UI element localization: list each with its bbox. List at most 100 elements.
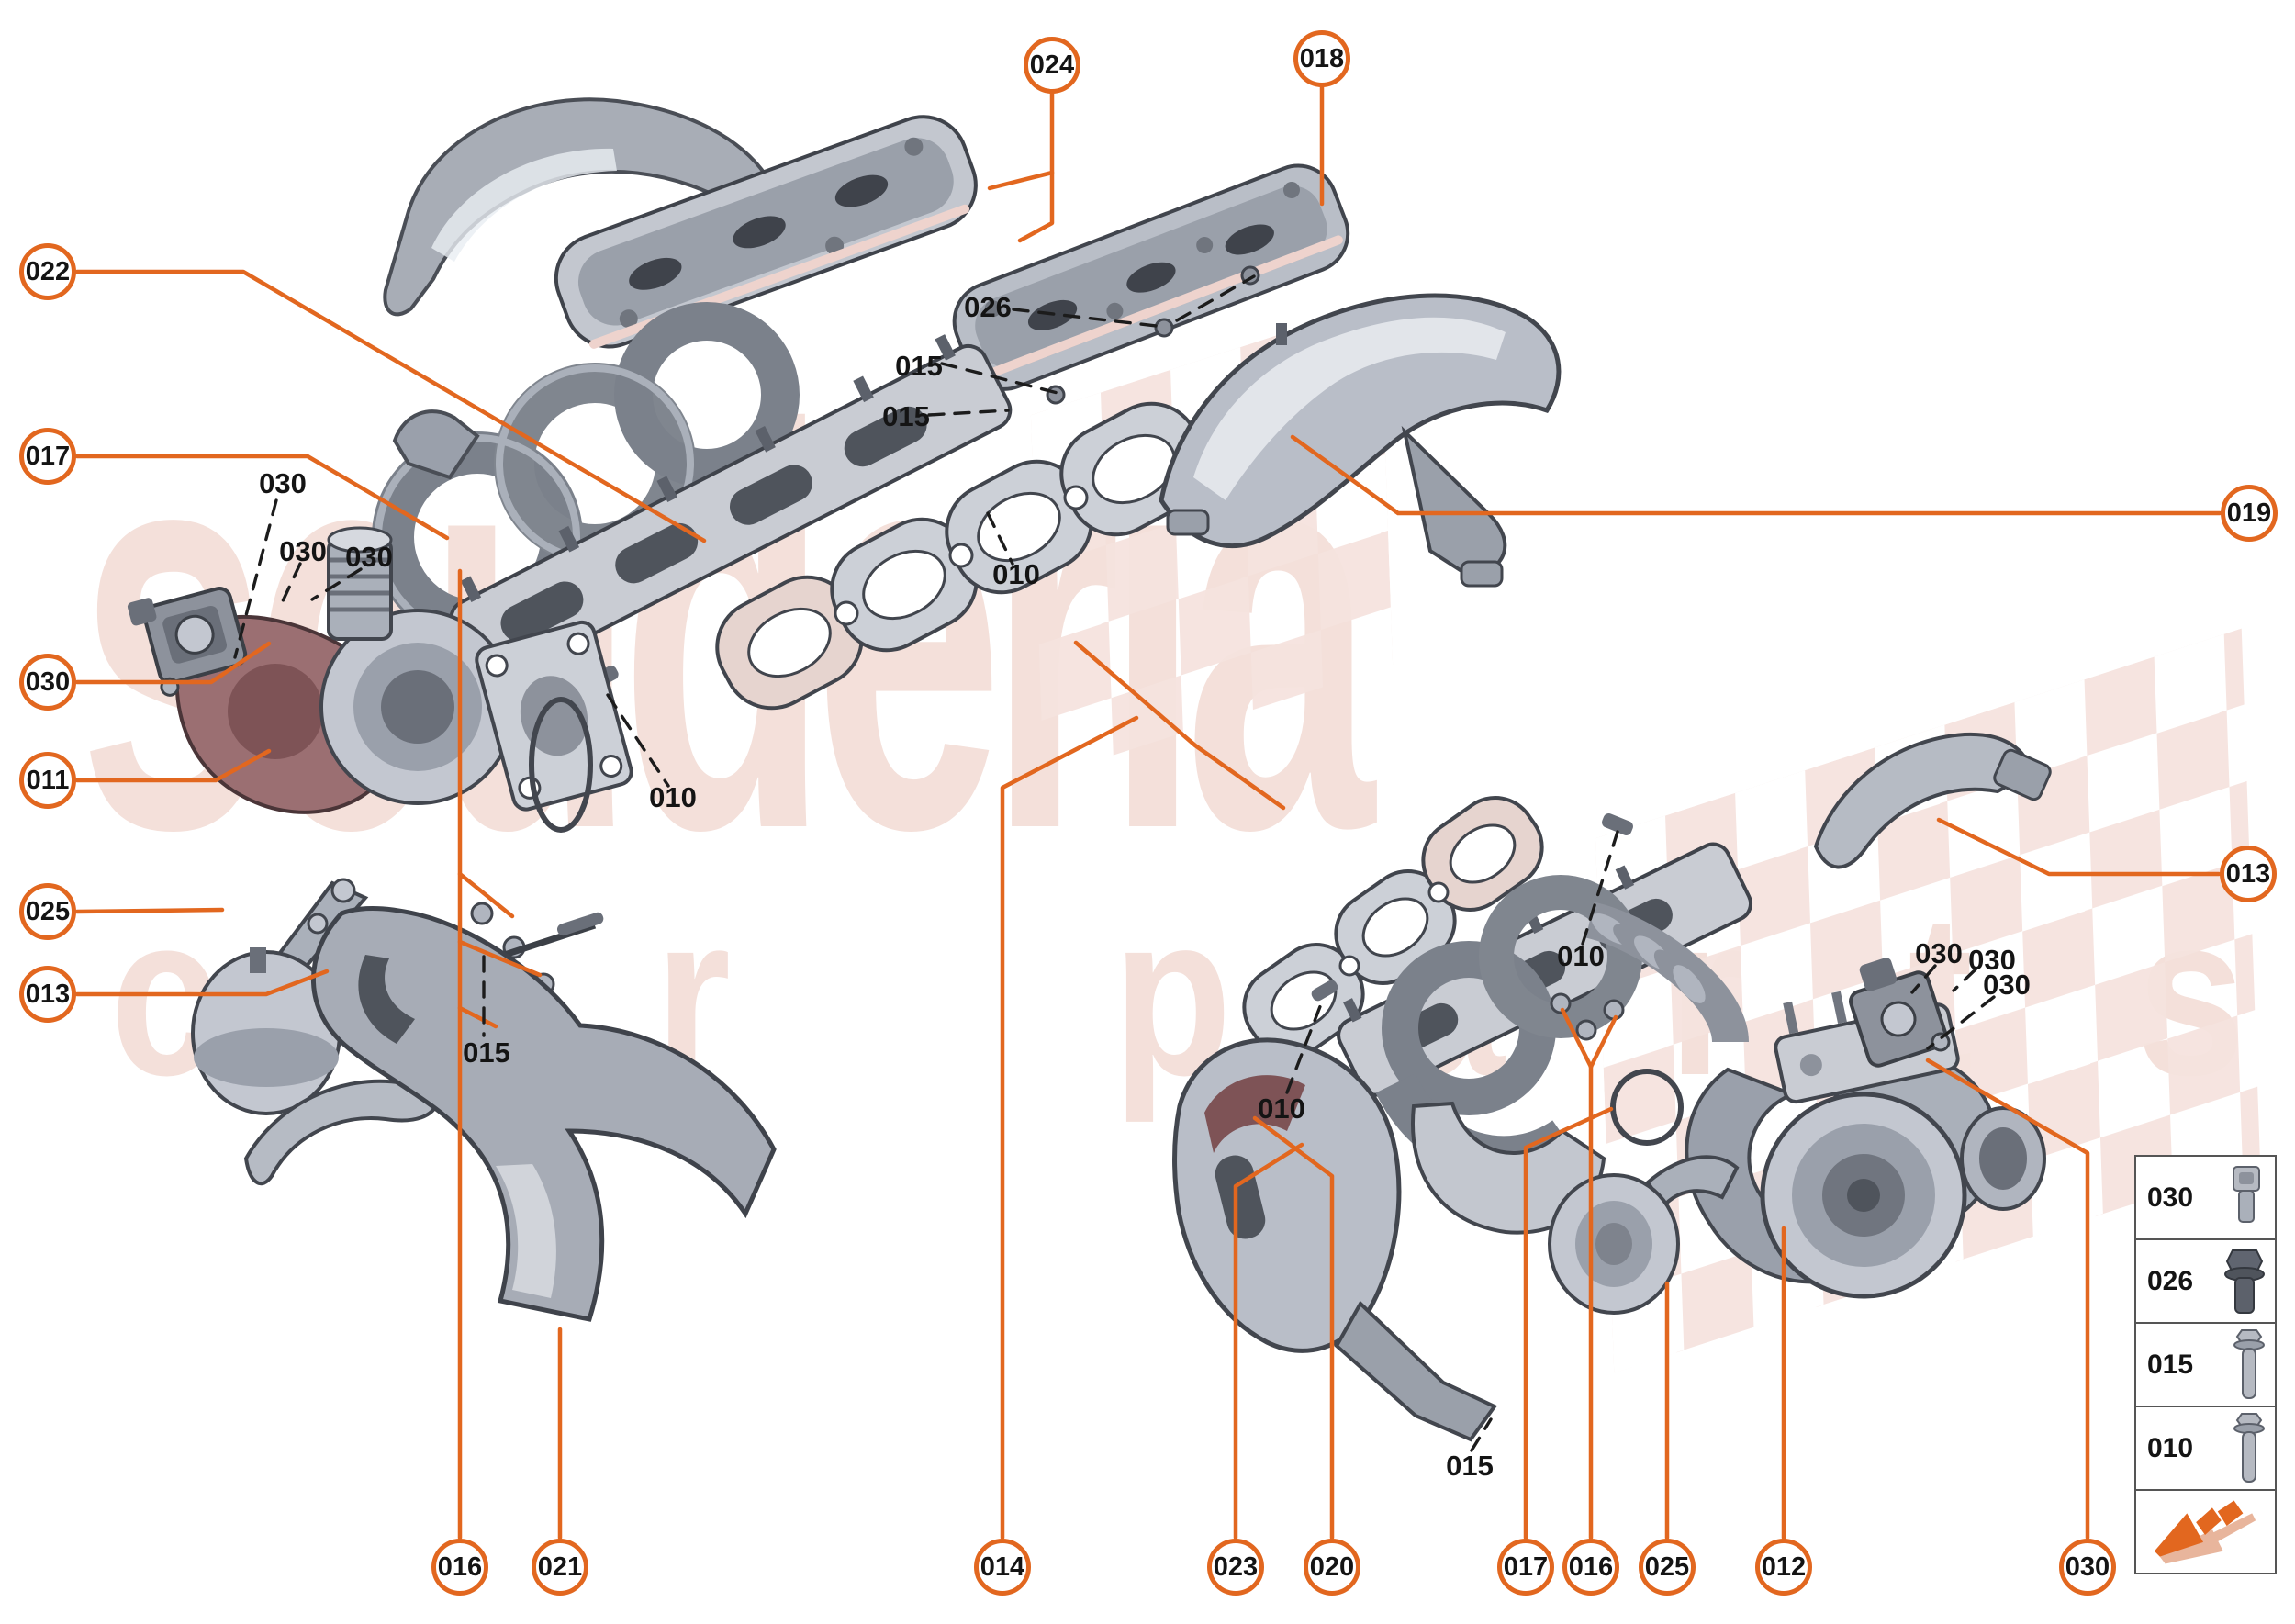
dashed-leader-line [1926,995,1996,1050]
nut-016 [1575,1019,1597,1041]
leader-line [987,170,1055,191]
dashed-leader-line [1581,830,1619,946]
leader-line [74,269,707,543]
leader-line [74,454,450,541]
callout-025[interactable]: 025 [19,883,76,940]
legend-code: 026 [2147,1265,2194,1296]
callout-023[interactable]: 023 [1207,1539,1264,1596]
legend-row-030: 030 [2134,1155,2277,1240]
part-heat-duct-left [243,1079,441,1186]
callout-018[interactable]: 018 [1293,30,1350,87]
leader-line [1252,1115,1335,1540]
part-number-label: 026 [964,291,1012,323]
dashed-leader-line [233,498,278,659]
part-number-label: 030 [345,541,393,573]
leader-line [1936,817,2222,877]
callout-014[interactable]: 014 [974,1539,1031,1596]
dashed-leader-line [940,362,1059,395]
callout-016[interactable]: 016 [431,1539,488,1596]
leader-line [74,907,225,914]
part-heat-shield-right [1159,293,1562,588]
legend-code: 010 [2147,1432,2194,1463]
part-number-label: 030 [259,467,307,499]
dashed-leader-line [1012,308,1166,329]
callout-024[interactable]: 024 [1024,37,1080,94]
part-turbocharger-right [1685,980,2046,1299]
leader-line [1523,1106,1614,1540]
callout-011[interactable]: 011 [19,752,76,809]
part-number-label: 015 [895,350,943,382]
legend-row-logo [2134,1489,2277,1574]
part-number-label: 010 [1258,1092,1305,1125]
leader-line [1233,1142,1304,1540]
leader-line [1000,715,1139,1540]
leader-line [457,871,515,919]
part-wastegate-actuator-right [1548,1155,1740,1315]
leader-line [1925,1058,2090,1540]
part-exhaust-manifold-left [372,302,1013,689]
callout-013[interactable]: 013 [19,966,76,1023]
dashed-leader-line [310,567,363,601]
leader-line [74,969,330,997]
leader-line [457,939,543,978]
nut-016 [1550,992,1572,1014]
part-number-label: 010 [649,781,697,813]
part-number-label: 015 [1446,1450,1494,1482]
flex-hose [1584,813,1749,1044]
part-number-label: 010 [1557,940,1605,972]
part-number-label: 030 [1983,969,2031,1001]
part-number-label: 010 [992,558,1040,590]
part-turbocharger-left [174,526,633,1033]
leader-line [457,1005,498,1029]
scuderia-arrow-logo-icon [2154,1500,2256,1563]
part-number-label: 030 [279,535,327,567]
dashed-leader-line [1175,274,1256,322]
callout-030[interactable]: 030 [2059,1539,2116,1596]
turbo-inlet [327,526,393,641]
part-number-label: 015 [463,1036,510,1069]
dashed-leader-line [280,562,302,605]
callout-012[interactable]: 012 [1755,1539,1812,1596]
leader-line [1017,91,1055,243]
part-boost-valve-left [127,587,248,697]
callout-021[interactable]: 021 [532,1539,588,1596]
dashed-leader-line [1285,995,1326,1094]
bolt-026 [1154,318,1174,338]
long-stud-bolt-icon [2233,1412,2265,1483]
callout-016[interactable]: 016 [1562,1539,1619,1596]
fastener-legend: 030 026 015 010 [2134,1155,2277,1574]
callout-013[interactable]: 013 [2220,846,2277,902]
socket-head-bolt-icon [2233,1165,2260,1223]
callout-030[interactable]: 030 [19,654,76,711]
legend-row-010: 010 [2134,1406,2277,1491]
leader-line [1290,434,2222,516]
part-heat-shield-upper [383,97,769,317]
legend-row-026: 026 [2134,1238,2277,1324]
dashed-leader-line [1952,968,1977,992]
callout-025[interactable]: 025 [1639,1539,1696,1596]
leader-line [74,641,272,685]
part-o-ring-right [1610,1069,1684,1146]
leader-line [1560,1007,1594,1070]
callout-020[interactable]: 020 [1304,1539,1360,1596]
part-o-ring-left [529,697,593,833]
callout-022[interactable]: 022 [19,243,76,300]
part-heat-duct-right [1813,732,2052,869]
stud-010 [1311,980,1338,1002]
callout-017[interactable]: 017 [1497,1539,1554,1596]
part-exhaust-manifold-right [1311,813,1752,1235]
dashed-leader-line [1470,1417,1493,1452]
flanged-hex-bolt-icon [2224,1249,2265,1314]
part-number-label: 030 [1968,944,2016,976]
callout-019[interactable]: 019 [2221,485,2278,542]
callout-017[interactable]: 017 [19,428,76,485]
part-manifold-gasket [715,401,1208,711]
leader-line [1588,1014,1618,1070]
dashed-leader-line [1910,964,1937,994]
legend-code: 015 [2147,1349,2194,1380]
legend-row-015: 015 [2134,1322,2277,1407]
part-boost-valve-right [1849,958,1951,1068]
